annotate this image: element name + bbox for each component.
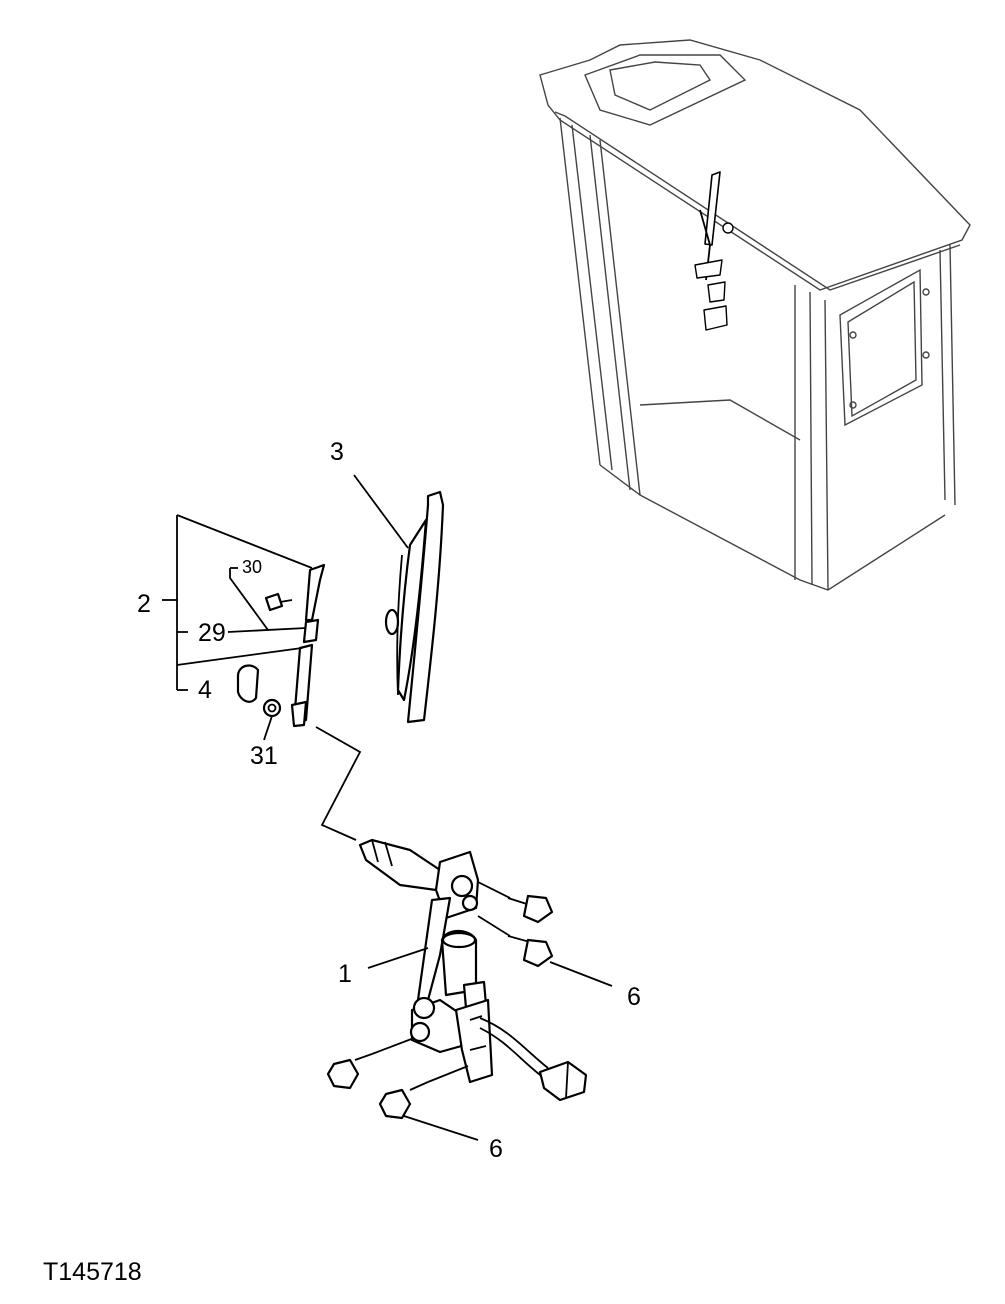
cab-outline: [539, 39, 971, 591]
callout-6-lower: 6: [489, 1135, 503, 1163]
cap-4: [236, 664, 260, 703]
leader-lines: [162, 474, 613, 1141]
callout-31: 31: [250, 742, 278, 770]
bolts-6-lower: [326, 1053, 429, 1120]
nut-31: [262, 698, 282, 718]
callout-29: 29: [198, 619, 226, 647]
bolts-6-upper: [507, 894, 554, 968]
figure-id: T145718: [43, 1258, 142, 1286]
callout-6-upper: 6: [627, 983, 641, 1011]
callout-labels: 3 2 30 29 4 31 1 6 6: [137, 438, 641, 1163]
wiper-blade: [384, 490, 445, 724]
bolt-30: [264, 592, 293, 612]
callout-2: 2: [137, 590, 151, 618]
callout-3: 3: [330, 438, 344, 466]
callout-1: 1: [338, 960, 352, 988]
callout-4: 4: [198, 676, 212, 704]
wiper-arm: [290, 563, 326, 728]
callout-30: 30: [242, 557, 262, 577]
wiper-motor: [358, 838, 588, 1102]
